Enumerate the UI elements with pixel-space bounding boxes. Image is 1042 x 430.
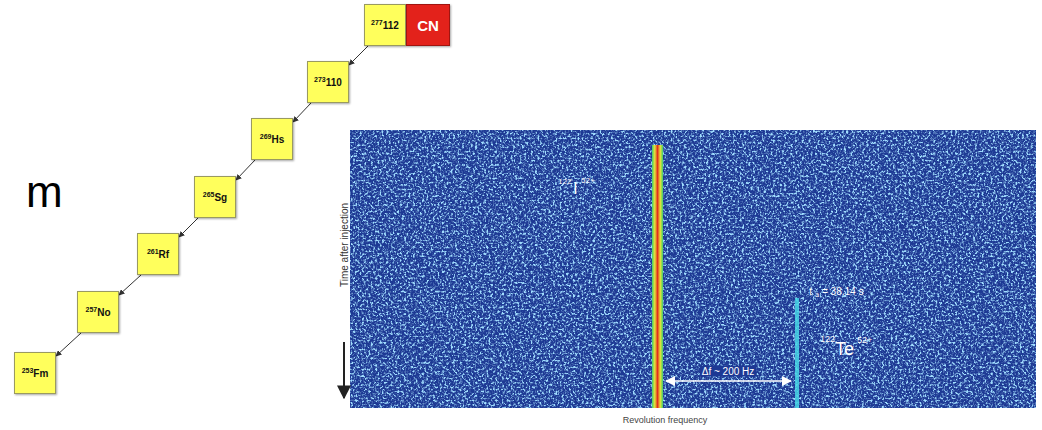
element-symbol: Te <box>835 340 854 360</box>
spectrogram-ground <box>350 130 1036 408</box>
mass-number: 253 <box>22 367 34 374</box>
element-symbol: Rf <box>159 249 170 260</box>
charge-state: 52+ <box>581 177 595 186</box>
mass-number: 273 <box>314 76 326 83</box>
nuclide-box: 257No <box>77 291 119 333</box>
element-symbol: I <box>573 180 577 198</box>
nuclide-box: 261Rf <box>137 233 179 275</box>
noise-dark <box>350 130 1036 408</box>
decay-arrow <box>179 218 198 237</box>
element-symbol: 112 <box>383 20 399 31</box>
element-symbol: Fm <box>33 368 48 379</box>
mass-number: 277 <box>371 19 383 26</box>
decay-arrow <box>293 103 311 122</box>
nuclide-box: 277112 <box>364 4 406 46</box>
time-value: = 38.14 s <box>822 286 863 297</box>
compound-nucleus-box: CN <box>406 4 450 46</box>
mass-number: 261 <box>147 248 159 255</box>
time-subscript: a <box>815 291 819 299</box>
element-symbol: CN <box>417 17 439 34</box>
element-symbol: Sg <box>214 192 227 203</box>
decay-arrow <box>349 46 368 65</box>
element-symbol: No <box>97 307 110 318</box>
decay-arrow <box>236 160 255 180</box>
axis-label: Time after injection <box>339 203 350 287</box>
mass-number: 265 <box>203 191 215 198</box>
time-axis-arrow <box>343 342 345 398</box>
iodine-trace <box>652 145 663 408</box>
tellurium-trace <box>795 298 799 408</box>
element-symbol: 110 <box>326 77 342 88</box>
noise-speckle <box>350 130 1036 408</box>
decay-arrow <box>56 333 81 356</box>
slide-fragment: m <box>26 168 63 216</box>
nuclide-box: 253Fm <box>14 352 56 394</box>
mass-number: 122 <box>820 335 835 345</box>
nuclide-box: 269Hs <box>251 118 293 160</box>
axis-label: Revolution frequency <box>623 416 708 426</box>
element-symbol: Hs <box>271 134 284 145</box>
mass-number: 122 <box>558 178 571 187</box>
delta-f-arrow <box>666 380 791 382</box>
time-label: t <box>809 286 812 297</box>
decay-arrow <box>119 275 141 295</box>
nuclide-box: 273110 <box>307 61 349 103</box>
frequency-gap: Δf ~ 200 Hz <box>700 366 757 377</box>
mass-number: 257 <box>85 306 97 313</box>
charge-state: 52+ <box>857 336 872 346</box>
nuclide-box: 265Sg <box>194 176 236 218</box>
mass-number: 269 <box>260 133 272 140</box>
